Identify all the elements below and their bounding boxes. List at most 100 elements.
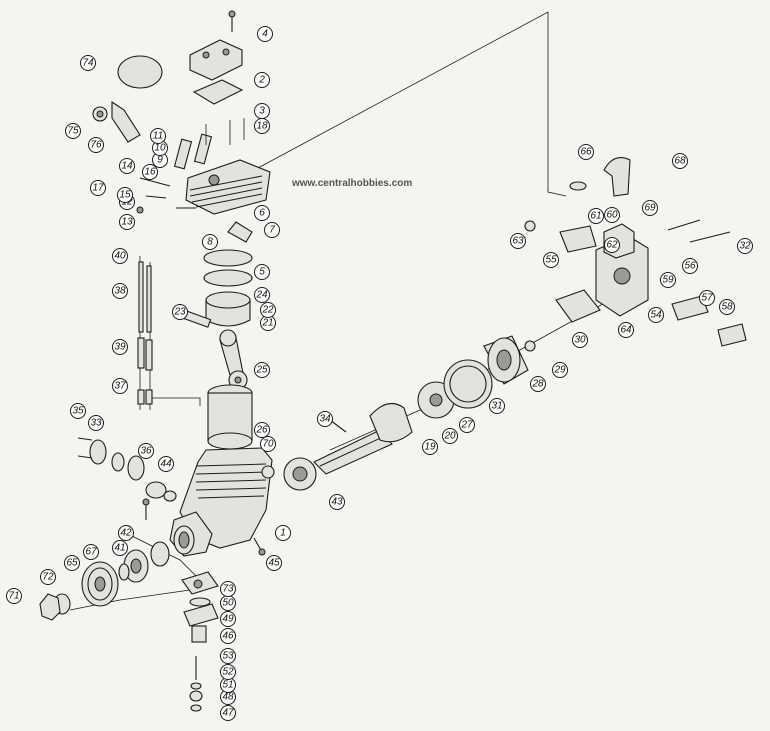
callout-circle [254,264,270,280]
head-screws [136,177,196,214]
callout-number: 41 [114,543,125,554]
callout-circle [220,611,236,627]
callout-circle [64,555,80,571]
callout-circle [719,299,735,315]
callout-49: 49 [220,611,236,627]
callout-number: 54 [650,310,662,321]
callout-labels: 1234567891011121314151617181920212223242… [6,26,753,721]
callout-7: 7 [264,222,280,238]
callout-circle [648,307,664,323]
callout-circle [254,118,270,134]
callout-5: 5 [254,264,270,280]
callout-number: 48 [222,692,234,703]
callout-58: 58 [719,299,735,315]
callout-number: 74 [82,58,94,69]
callout-number: 17 [92,183,104,194]
callout-circle [150,128,166,144]
callout-39: 39 [112,339,128,355]
callout-circle [604,207,620,223]
callout-circle [543,252,559,268]
cylinder-liner [207,384,253,450]
piston-assembly [182,249,253,328]
callout-32: 32 [737,238,753,254]
callout-number: 9 [157,155,163,166]
callout-number: 6 [259,208,265,219]
left-side-parts [77,437,177,502]
callout-number: 45 [268,558,280,569]
engine-crankcase [169,447,275,557]
intake-elbow [92,55,163,143]
callout-53: 53 [220,648,236,664]
callout-number: 10 [154,143,166,154]
callout-number: 66 [580,147,592,158]
callout-20: 20 [442,428,458,444]
callout-60: 60 [604,207,620,223]
callout-number: 13 [121,217,133,228]
callout-circle [699,290,715,306]
callout-number: 33 [90,418,102,429]
callout-17: 17 [90,180,106,196]
callout-14: 14 [119,158,135,174]
callout-circle [275,525,291,541]
callout-number: 55 [545,255,557,266]
callout-circle [117,187,133,203]
callout-number: 73 [222,584,234,595]
callout-3: 3 [254,103,270,119]
callout-number: 39 [114,342,126,353]
callout-46: 46 [220,628,236,644]
callout-number: 37 [114,381,126,392]
callout-circle [202,234,218,250]
callout-number: 52 [222,667,234,678]
callout-number: 63 [512,236,524,247]
callout-27: 27 [459,417,475,433]
callout-circle [578,144,594,160]
callout-number: 49 [222,614,234,625]
callout-circle [552,362,568,378]
callout-37: 37 [112,378,128,394]
callout-circle [80,55,96,71]
callout-circle [260,436,276,452]
callout-6: 6 [254,205,270,221]
callout-number: 75 [67,126,79,137]
callout-64: 64 [618,322,634,338]
callout-24: 24 [254,287,270,303]
callout-26: 26 [254,422,270,438]
callout-69: 69 [642,200,658,216]
callout-8: 8 [202,234,218,250]
cam-gear [417,335,529,419]
callout-circle [510,233,526,249]
callout-circle [317,411,333,427]
callout-73: 73 [220,581,236,597]
callout-number: 68 [674,156,686,167]
callout-number: 30 [574,335,586,346]
callout-31: 31 [489,398,505,414]
callout-19: 19 [422,439,438,455]
crankcase-screws [142,498,266,556]
callout-circle [90,180,106,196]
callout-number: 50 [222,598,234,609]
callout-number: 31 [491,401,502,412]
callout-number: 1 [280,528,286,539]
callout-circle [119,158,135,174]
callout-circle [112,339,128,355]
callout-number: 43 [331,497,343,508]
callout-number: 25 [255,365,268,376]
callout-16: 16 [142,164,158,180]
callout-number: 53 [222,651,234,662]
callout-55: 55 [543,252,559,268]
callout-35: 35 [70,403,86,419]
callout-2: 2 [254,72,270,88]
callout-number: 23 [173,307,186,318]
callout-41: 41 [112,540,128,556]
callout-circle [65,123,81,139]
callout-70: 70 [260,436,276,452]
muffler-header [181,571,219,712]
callout-52: 52 [220,664,236,680]
callout-number: 46 [222,631,234,642]
callout-number: 59 [662,275,674,286]
callout-circle [254,362,270,378]
callout-59: 59 [660,272,676,288]
callout-number: 34 [319,414,331,425]
callout-number: 36 [140,446,152,457]
